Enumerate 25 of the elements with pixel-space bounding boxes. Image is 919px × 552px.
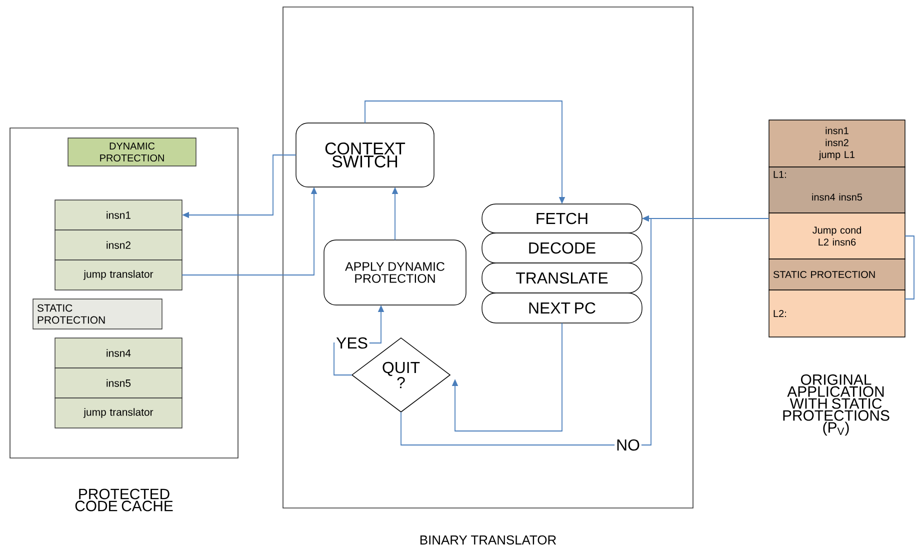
instruction-block: insn4 (54, 338, 182, 368)
edge-label: YES (334, 336, 370, 350)
node-label: PROTECTED CODE CACHE (75, 488, 173, 512)
stage-box: DECODE (482, 232, 642, 264)
code-block: Jump cond L2 insn6 (768, 212, 906, 260)
instruction-block: jump translator (54, 260, 182, 290)
process-box: CONTEXT SWITCH (296, 122, 434, 188)
code-block: STATIC PROTECTION (768, 258, 906, 290)
instruction-block: insn1 (54, 200, 182, 230)
process-box: APPLY DYNAMIC PROTECTION (324, 240, 466, 306)
code-block: L1: insn4 insn5 (768, 166, 906, 214)
protection-block: DYNAMIC PROTECTION (68, 138, 196, 166)
instruction-block: jump translator (54, 398, 182, 428)
node-label: BINARY TRANSLATOR (420, 535, 556, 545)
edge-label: NO (614, 438, 642, 452)
instruction-block: insn2 (54, 230, 182, 260)
caption-text: ORIGINAL APPLICATION WITH STATIC PROTECTIONS (P$_{V}$) (783, 374, 890, 436)
arrow (452, 322, 562, 432)
code-block: insn1 insn2 jump L1 (768, 120, 906, 168)
stage-box: TRANSLATE (482, 262, 642, 294)
instruction-block: insn5 (54, 368, 182, 398)
protection-block: STATIC PROTECTION (32, 298, 162, 330)
code-block: L2: (768, 290, 906, 338)
stage-box: FETCH (482, 204, 642, 234)
stage-box: NEXT PC (482, 292, 642, 324)
